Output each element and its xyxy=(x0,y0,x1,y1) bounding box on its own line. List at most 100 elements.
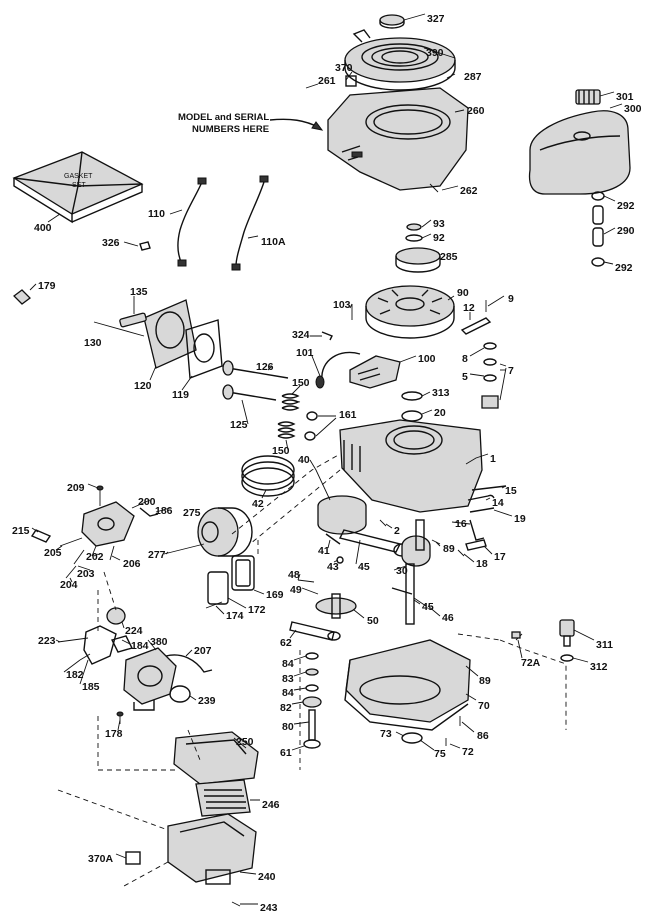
part-label-243: 243 xyxy=(260,902,278,914)
breather-12 xyxy=(460,317,492,335)
part-label-215: 215 xyxy=(12,525,30,537)
cylinder-head-120 xyxy=(143,299,197,369)
oring-312 xyxy=(560,654,574,662)
part-label-161: 161 xyxy=(339,409,357,421)
part-label-9: 9 xyxy=(508,293,514,305)
part-label-1: 1 xyxy=(490,453,496,465)
screw-262 xyxy=(429,183,439,193)
seal-20 xyxy=(401,410,423,422)
part-label-174: 174 xyxy=(226,610,244,622)
part-label-90: 90 xyxy=(457,287,469,299)
part-label-5: 5 xyxy=(462,371,468,383)
primer-224 xyxy=(106,607,126,625)
wire-110A-end-top xyxy=(259,175,269,183)
part-label-61: 61 xyxy=(280,747,292,759)
part-label-70: 70 xyxy=(478,700,490,712)
clamp-17 xyxy=(465,539,487,551)
gasket-set-400 xyxy=(12,151,144,224)
part-label-2: 2 xyxy=(394,525,400,537)
part-label-179: 179 xyxy=(38,280,56,292)
part-label-8: 8 xyxy=(462,353,468,365)
piston-40 xyxy=(317,495,367,535)
part-label-45a: 45 xyxy=(358,561,370,573)
part-label-75: 75 xyxy=(434,748,446,760)
part-label-150b: 150 xyxy=(272,445,290,457)
gasket-169 xyxy=(231,555,255,591)
bolt-18 xyxy=(457,549,465,557)
plug-72A-body xyxy=(511,631,521,639)
seal-8 xyxy=(483,342,497,350)
screw-174 xyxy=(205,601,223,609)
part-label-370: 370 xyxy=(335,62,353,74)
part-label-126: 126 xyxy=(256,361,274,373)
part-label-84b: 84 xyxy=(282,687,294,699)
part-label-224: 224 xyxy=(125,625,143,637)
part-label-125: 125 xyxy=(230,419,248,431)
filter-cover-250 xyxy=(173,731,259,785)
part-label-48: 48 xyxy=(288,569,300,581)
fuel-tank-300 xyxy=(528,110,631,195)
leader-lines xyxy=(29,13,623,905)
part-label-178: 178 xyxy=(105,728,123,740)
part-label-277: 277 xyxy=(148,549,166,561)
gasket-text-1: GASKET xyxy=(64,173,93,180)
part-label-240: 240 xyxy=(258,871,276,883)
part-label-172: 172 xyxy=(248,604,266,616)
screw-178-head xyxy=(116,711,124,717)
gear-82 xyxy=(302,696,322,708)
part-label-311: 311 xyxy=(596,639,613,651)
screw-287 xyxy=(446,73,456,79)
bushing-313 xyxy=(401,391,423,401)
part-label-72: 72 xyxy=(462,746,474,758)
part-label-46: 46 xyxy=(442,612,454,624)
part-label-19: 19 xyxy=(514,513,526,525)
valve-seal-161b xyxy=(304,431,316,441)
part-label-206: 206 xyxy=(123,558,141,570)
part-206 xyxy=(109,545,115,561)
part-label-200: 200 xyxy=(138,496,156,508)
part-label-103: 103 xyxy=(333,299,351,311)
note-line-2: NUMBERS HERE xyxy=(192,124,269,135)
bolt-130 xyxy=(93,321,145,337)
shaft-80 xyxy=(308,709,316,741)
gasket-text-2: SET xyxy=(72,182,86,189)
part-label-250: 250 xyxy=(236,736,254,748)
crankshaft-30 xyxy=(401,519,431,625)
link-207 xyxy=(165,654,213,673)
flywheel-90 xyxy=(365,285,455,339)
seal-8b xyxy=(483,358,497,366)
wire-110A-end-bottom xyxy=(231,263,241,271)
part-label-40: 40 xyxy=(298,454,310,466)
bolt-48 xyxy=(297,579,315,583)
gasket-184 xyxy=(110,635,134,653)
part-label-326: 326 xyxy=(102,237,120,249)
part-label-45b: 45 xyxy=(422,601,434,613)
carburetor-200 xyxy=(81,501,135,547)
part-label-313: 313 xyxy=(432,387,450,399)
part-label-100: 100 xyxy=(418,353,436,365)
clip-326 xyxy=(139,241,151,251)
part-label-209: 209 xyxy=(67,482,85,494)
screw-204 xyxy=(65,565,77,579)
part-label-93: 93 xyxy=(433,218,445,230)
part-label-275: 275 xyxy=(183,507,201,519)
dipstick-311 xyxy=(559,619,575,647)
part-label-20: 20 xyxy=(434,407,446,419)
starter-cap-327 xyxy=(379,14,405,29)
screw-243 xyxy=(231,901,241,907)
ring-239 xyxy=(169,685,191,703)
carb-380 xyxy=(123,647,177,711)
bolt-277 xyxy=(163,543,205,555)
gasket-169-inner xyxy=(235,559,251,587)
part-label-83: 83 xyxy=(282,673,294,685)
part-label-182: 182 xyxy=(66,669,84,681)
part-label-82: 82 xyxy=(280,702,292,714)
screw-223 xyxy=(57,637,89,643)
part-label-49: 49 xyxy=(290,584,302,596)
armature-100 xyxy=(349,355,401,389)
part-label-185: 185 xyxy=(82,681,100,693)
rod-45b xyxy=(391,587,413,595)
part-label-292a: 292 xyxy=(617,200,635,212)
link-186 xyxy=(139,507,159,517)
